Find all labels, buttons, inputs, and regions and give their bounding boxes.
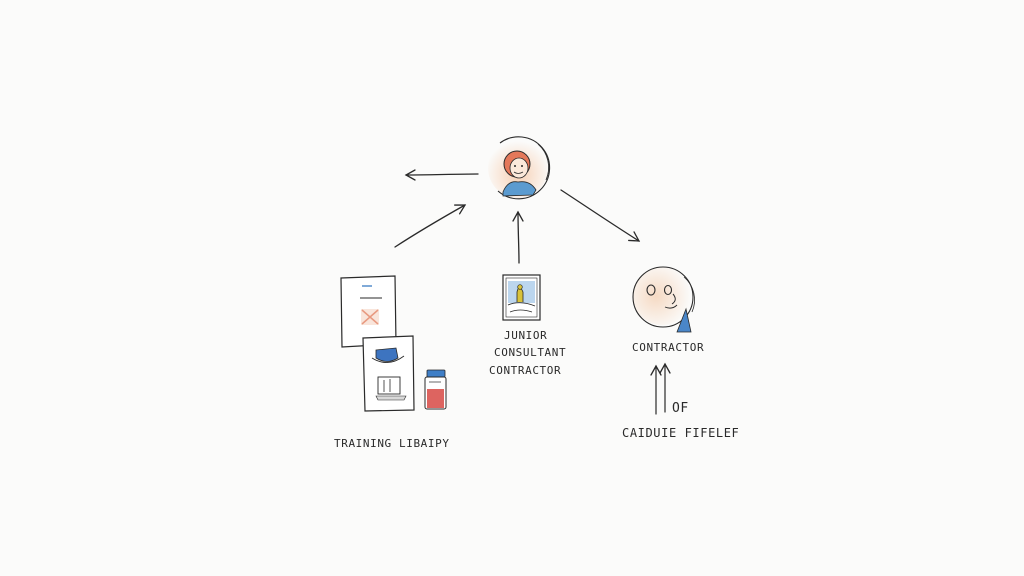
contractor-label: CONTRACTOR: [632, 341, 705, 354]
arrow-person-to-contractor: [560, 189, 641, 242]
junior-consultant-label-line2: CONSULTANT: [494, 346, 567, 359]
arrow-to-left: [404, 169, 479, 181]
arrows: [394, 169, 671, 415]
framed-picture-icon: [502, 274, 541, 321]
junior-consultant-label-line1: JUNIOR: [504, 329, 548, 342]
arrow-label: OF: [672, 401, 689, 416]
face-icon: [632, 266, 695, 333]
jar-icon: [424, 369, 447, 410]
document-stack-icon: [340, 275, 447, 412]
bottom-right-label: CAIDUIE FIFELEF: [622, 426, 740, 440]
arrow-consultant-to-person: [512, 210, 524, 264]
training-library-label: TRAINING LIBAIPY: [334, 437, 450, 450]
junior-consultant-label-line3: CONTRACTOR: [489, 364, 562, 377]
person-avatar-icon: [488, 136, 551, 200]
arrow-library-to-person: [394, 204, 467, 248]
